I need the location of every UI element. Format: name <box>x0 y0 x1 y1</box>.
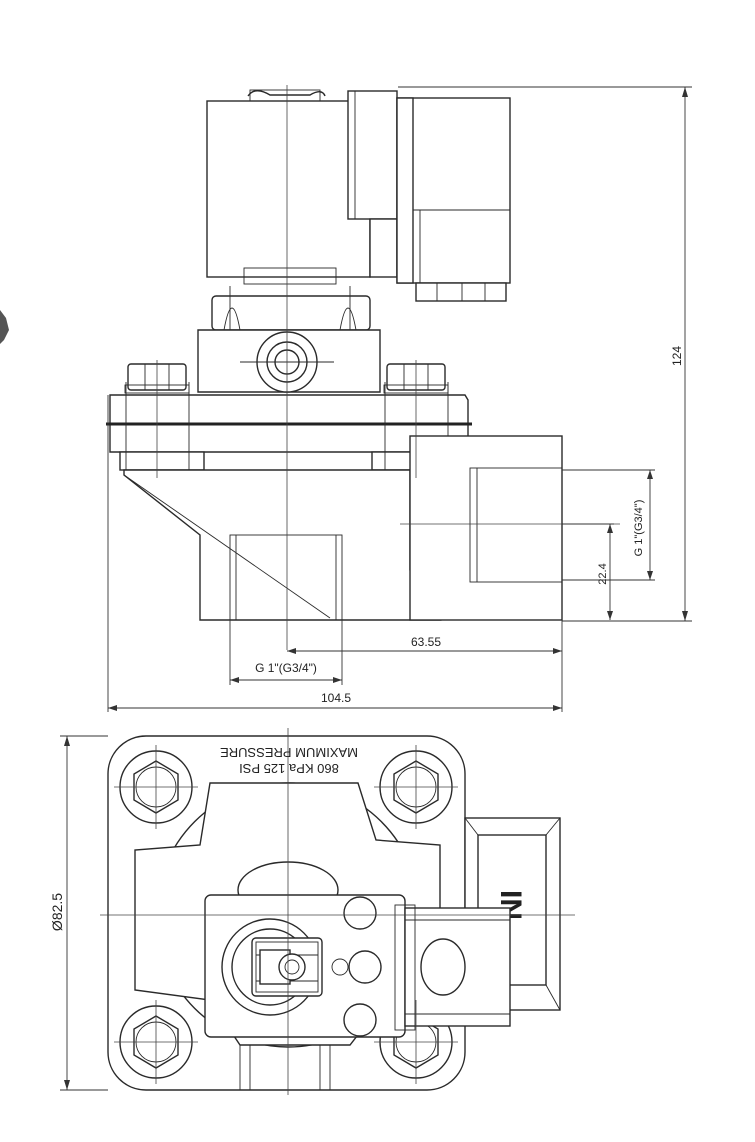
dim-height: 124 <box>398 86 692 622</box>
dim-diameter-label: Ø82.5 <box>49 893 65 931</box>
top-centerlines <box>100 728 575 1095</box>
dim-inlet-thread-label: G 1"(G3/4") <box>255 661 317 675</box>
valve-body <box>123 435 563 621</box>
dim-outlet-thread-label: G 1"(G3/4") <box>633 500 645 557</box>
dim-outlet-offset: 22.4 <box>562 523 614 620</box>
dim-outlet-offset-label: 22.4 <box>597 563 609 584</box>
dim-height-label: 124 <box>670 346 684 366</box>
dim-inlet-center: 63.55 <box>287 620 563 712</box>
dim-total-length: 104.5 <box>107 395 562 712</box>
dim-diameter: Ø82.5 <box>49 735 108 1091</box>
pressure-rating-line1: MAXIMUM PRESSURE <box>220 745 358 760</box>
solenoid-coil <box>206 89 398 285</box>
dim-total-length-label: 104.5 <box>321 691 351 705</box>
pressure-rating-line2: 860 KPa 125 PSI <box>239 761 339 776</box>
dim-inlet-center-label: 63.55 <box>411 635 441 649</box>
dim-outlet-thread: G 1"(G3/4") <box>562 469 655 581</box>
edge-fragment <box>0 310 9 344</box>
side-view: 124 G 1"(G3/4") 22.4 63.55 <box>106 85 692 712</box>
bonnet <box>197 286 381 393</box>
central-plug <box>251 937 323 997</box>
top-view: MAXIMUM PRESSURE 860 KPa 125 PSI <box>49 728 575 1095</box>
dim-inlet-thread: G 1"(G3/4") <box>229 620 343 685</box>
connector-plug <box>396 97 511 302</box>
